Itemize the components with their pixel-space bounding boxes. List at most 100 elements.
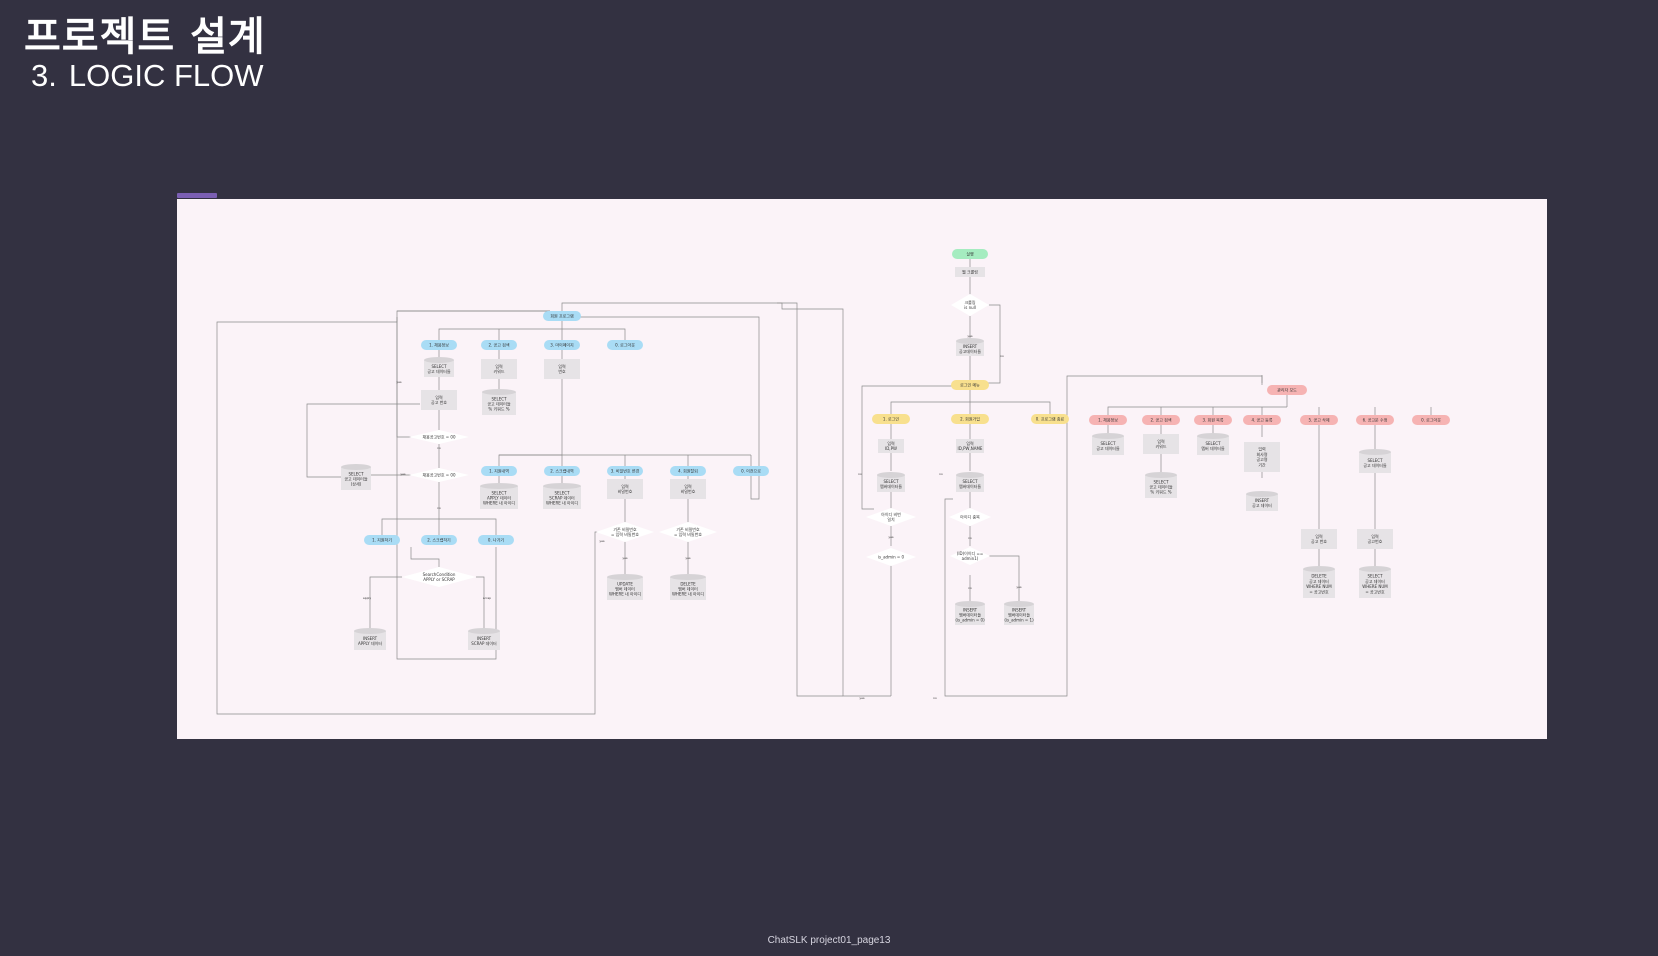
admin-root[interactable] [1267, 385, 1307, 395]
flow-edge [410, 547, 440, 567]
crawl-insert-text: INSERT [963, 344, 978, 349]
password-decision-text: 기존 비밀번호 [613, 526, 637, 532]
mypage-item-scraps-text: 2. 스크랩내역 [550, 468, 574, 474]
admin-search-select-text: 공고 데이터들 [1149, 484, 1173, 490]
job-sub-apply[interactable] [364, 535, 400, 545]
signup-decision-admin-id-text: (ID)이이디 == [957, 550, 983, 556]
login-item-exit[interactable] [1031, 414, 1069, 424]
job-input [421, 390, 457, 410]
label-no-bottom-b: no [933, 696, 937, 700]
login-menu[interactable] [951, 380, 989, 390]
admin-delete-input-text: 공고 번호 [1311, 538, 1327, 544]
mypage-input [544, 359, 580, 379]
mypage-select-scrap-text: WHERE 내 아이디 [546, 500, 578, 506]
login-input-text: ID,PW [885, 446, 897, 451]
admin-search-select [1145, 472, 1177, 498]
mypage-item-applies-text: 1. 지원내역 [489, 468, 509, 474]
admin-delete-input [1301, 529, 1337, 549]
job-sub-back[interactable] [478, 535, 514, 545]
admin-delete-text: 공고 데이터 [1309, 578, 1329, 584]
user-item-jobs[interactable] [421, 340, 457, 350]
mypage-item-scraps[interactable] [544, 466, 580, 476]
job-insert-scrap-text: SCRAP 데이터 [471, 640, 497, 646]
admin-edit-select-num-text: 공고 데이터 [1365, 578, 1385, 584]
crawl-decision [951, 294, 989, 316]
mypage-item-applies[interactable] [481, 466, 517, 476]
flow-edges [216, 254, 1432, 715]
withdraw-input-text: 입력 [684, 483, 692, 489]
admin-item-delete[interactable] [1300, 415, 1338, 425]
login-item-signup-text: 2. 회원가입 [960, 416, 980, 422]
user-program-root[interactable] [543, 311, 581, 321]
admin-item-search[interactable] [1142, 415, 1180, 425]
login-item-login[interactable] [872, 414, 910, 424]
start-node[interactable] [952, 249, 988, 259]
mypage-item-password[interactable] [607, 466, 643, 476]
withdraw-delete-text: 멤버 데이터 [678, 586, 698, 592]
login-input [878, 439, 904, 453]
login-item-exit-text: 0. 프로그램 종료 [1036, 416, 1065, 422]
flow-edge [216, 310, 607, 715]
user-item-logout[interactable] [607, 340, 643, 350]
admin-edit-input-text: 공고번호 [1368, 538, 1383, 544]
flow-edge [890, 387, 971, 417]
job-sub-back-text: 0. 나가기 [488, 537, 504, 543]
label-no-admin: no [968, 586, 972, 590]
login-decision-admin [866, 548, 916, 566]
login-decision-match-text: 일치 [887, 516, 895, 522]
frame-label-tag[interactable] [177, 193, 217, 198]
user-program-root-text: 회원 프로그램 [550, 313, 574, 319]
signup-select-text: 멤버데이터들 [959, 483, 981, 489]
admin-register-input-text: 공고명 [1256, 456, 1267, 462]
slide-footer: ChatSLK project01_page13 [767, 935, 891, 946]
job-input-text: 공고 번호 [431, 399, 447, 405]
search-input-text: 키워드 [493, 368, 504, 374]
mypage-item-withdraw[interactable] [670, 466, 706, 476]
admin-item-members[interactable] [1194, 415, 1232, 425]
signup-decision-admin-id [950, 547, 990, 565]
label-no-job2: no [437, 506, 441, 510]
crawl-process-text: 웹 크롤링 [962, 269, 978, 275]
admin-search-input-text: 키워드 [1155, 443, 1166, 449]
label-yes-job: yes [396, 380, 402, 384]
flow-edge [396, 317, 421, 438]
signup-input-text: 입력 [966, 440, 974, 446]
signup-input-text: ID,PW,NAME [958, 446, 983, 451]
admin-select-members-text: SELECT [1205, 441, 1221, 446]
admin-select-members [1197, 433, 1229, 455]
job-insert-apply [354, 628, 386, 650]
admin-search-select-text: % 키워드 % [1150, 489, 1171, 495]
signup-decision-duplicate [949, 508, 991, 526]
mypage-item-back[interactable] [733, 466, 769, 476]
admin-item-edit[interactable] [1356, 415, 1394, 425]
mypage-input-text: 번호 [558, 368, 566, 374]
section-heading: 3.LOGIC FLOW [31, 58, 264, 94]
user-item-logout-text: 0. 로그아웃 [615, 342, 635, 348]
admin-item-register[interactable] [1243, 415, 1281, 425]
withdraw-delete [670, 574, 706, 600]
admin-item-jobs[interactable] [1089, 415, 1127, 425]
job-select-text: SELECT [431, 364, 447, 369]
label-no-dup: no [968, 536, 972, 540]
job-input-text: 입력 [435, 394, 443, 400]
login-decision-admin-text: is_admin = 0 [878, 555, 905, 560]
signup-insert-admin-text: INSERT [1012, 607, 1027, 612]
admin-search-input [1143, 434, 1179, 454]
admin-register-input [1244, 442, 1280, 472]
job-select-detail-text: (상세) [351, 481, 362, 487]
user-item-search[interactable] [481, 340, 517, 350]
job-sub-scrap[interactable] [421, 535, 457, 545]
job-select [424, 357, 454, 377]
admin-search-input-text: 입력 [1157, 438, 1165, 444]
login-item-signup[interactable] [951, 414, 989, 424]
flow-edge [439, 518, 497, 537]
admin-register-input-text: 입력 [1258, 446, 1266, 452]
user-item-mypage[interactable] [544, 340, 580, 350]
job-select-text: 공고 데이터들 [427, 368, 451, 374]
admin-item-logout-text: 0. 로그아웃 [1421, 417, 1441, 423]
admin-item-logout[interactable] [1412, 415, 1450, 425]
job-insert-apply-text: INSERT [363, 636, 378, 641]
crawl-decision-text: 크롤링 [964, 299, 975, 305]
